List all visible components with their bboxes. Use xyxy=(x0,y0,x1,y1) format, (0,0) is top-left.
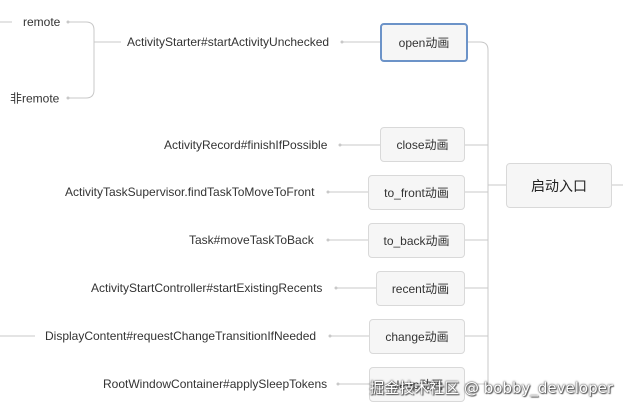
leaf-connector-dot-4 xyxy=(334,286,338,290)
leaf-label-sleep[interactable]: RootWindowContainer#applySleepTokens xyxy=(103,377,328,391)
branch-node-change[interactable]: change动画 xyxy=(369,319,465,354)
subbracket-to-remote xyxy=(68,21,95,31)
leaf-connector-dot-5 xyxy=(328,334,332,338)
branch-node-sleep[interactable]: sleep动画 xyxy=(369,367,465,402)
branch-node-to-front[interactable]: to_front动画 xyxy=(368,175,465,210)
branch-node-close[interactable]: close动画 xyxy=(380,127,465,162)
branch-node-label: sleep动画 xyxy=(390,378,444,392)
bracket-to-open xyxy=(468,41,489,51)
leaf-label-change[interactable]: DisplayContent#requestChangeTransitionIf… xyxy=(45,329,317,343)
leaf-label-to-back[interactable]: Task#moveTaskToBack xyxy=(189,233,314,247)
branch-node-recent[interactable]: recent动画 xyxy=(376,271,465,306)
leaf-connector-dot-6 xyxy=(336,382,340,386)
leaf-connector-dot-0 xyxy=(340,40,344,44)
remote-connector-dot xyxy=(66,20,70,24)
branch-node-label: close动画 xyxy=(396,138,449,152)
open-child-non-remote[interactable]: 非remote xyxy=(10,91,60,106)
leaf-connector-dot-1 xyxy=(338,143,342,147)
leaf-connector-dot-3 xyxy=(326,238,330,242)
subbracket-to-non-remote xyxy=(68,89,95,99)
branch-node-label: change动画 xyxy=(385,330,449,344)
open-child-remote[interactable]: remote xyxy=(23,15,61,29)
branch-node-label: to_back动画 xyxy=(383,234,450,248)
non-remote-connector-dot xyxy=(66,96,70,100)
branch-node-open[interactable]: open动画 xyxy=(380,23,468,62)
root-node-label: 启动入口 xyxy=(531,177,587,194)
leaf-label-close[interactable]: ActivityRecord#finishIfPossible xyxy=(164,138,328,152)
leaf-connector-dot-2 xyxy=(326,190,330,194)
leaf-label-open[interactable]: ActivityStarter#startActivityUnchecked xyxy=(127,35,330,49)
branch-node-to-back[interactable]: to_back动画 xyxy=(368,223,465,258)
branch-node-label: recent动画 xyxy=(391,282,450,296)
leaf-label-recent[interactable]: ActivityStartController#startExistingRec… xyxy=(91,281,323,295)
branch-node-label: to_front动画 xyxy=(384,186,449,200)
branch-node-label: open动画 xyxy=(398,36,450,50)
watermark-text: 掘金技术社区 @ bobby_developer xyxy=(369,379,613,397)
leaf-label-to-front[interactable]: ActivityTaskSupervisor.findTaskToMoveToF… xyxy=(65,185,315,199)
root-node[interactable]: 启动入口 xyxy=(506,163,612,208)
